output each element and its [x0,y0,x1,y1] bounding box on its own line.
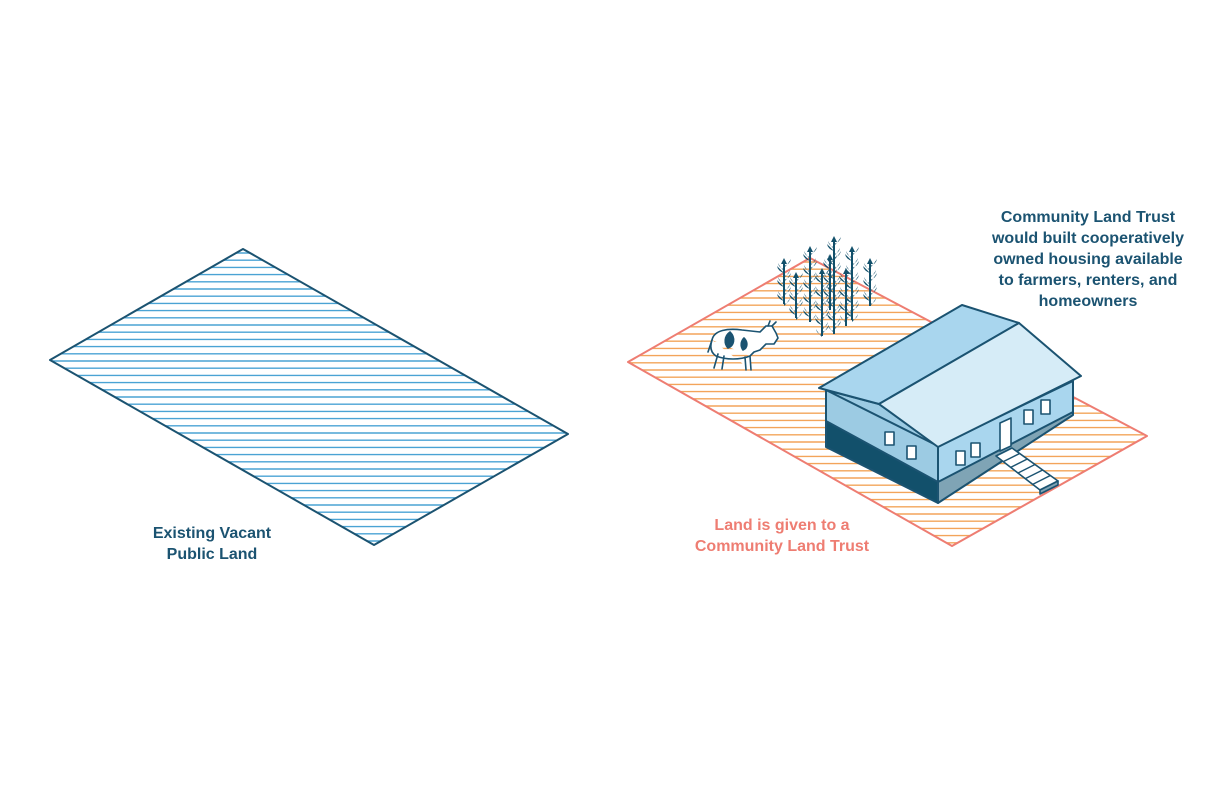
land-given-label: Land is given to a Community Land Trust [672,515,892,557]
corn-stalk [839,268,853,326]
corn-stalk [815,268,829,337]
house-roof-front [878,322,1082,448]
corn-stalk [789,272,803,320]
house-windows [884,399,1051,466]
clt-label-line-5: homeowners [1038,293,1138,310]
vacant-label-line-1: Existing Vacant [152,525,272,542]
clt-label-line-3: owned housing available [993,251,1183,268]
clt-label-line-1: Community Land Trust [1000,209,1176,226]
stair-step [1003,452,1020,463]
vacant-label-line-2: Public Land [166,546,258,563]
stair-step [1025,469,1043,480]
house-icon [818,304,1082,504]
house-door [999,417,1012,452]
stair-step [995,447,1013,457]
clt-label-line-2: would built cooperatively [991,230,1185,247]
stairs-icon [995,447,1059,495]
vacant-land-label: Existing Vacant Public Land [112,523,312,565]
corn-stalk [863,258,877,306]
clt-label-line-4: to farmers, renters, and [998,272,1178,289]
given-label-line-1: Land is given to a [714,517,850,534]
corn-field-icon [777,236,877,337]
stair-step [1032,474,1051,485]
cow-icon [707,320,779,371]
stair-step [1010,458,1028,468]
stair-step [1017,463,1036,474]
vacant-land-parcel-icon [49,248,569,546]
community-land-trust-description: Community Land Trust would built coopera… [968,207,1208,312]
given-label-line-2: Community Land Trust [694,538,870,555]
corn-stalk [777,258,791,306]
corn-stalk [823,254,837,310]
corn-stalk [803,246,817,322]
